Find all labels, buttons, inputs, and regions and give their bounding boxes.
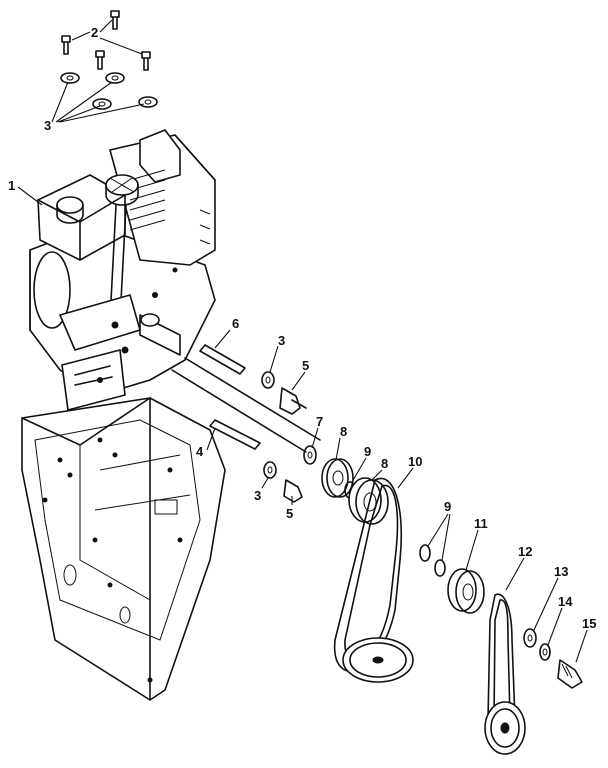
callout-9-outer: 9	[444, 499, 451, 514]
lock-washer-upper	[261, 371, 275, 389]
callout-3-top: 3	[44, 118, 51, 133]
callout-labels: 1 2 3 3 3 4 5 5 6 7 8 8 9 9 10 11 12 13 …	[8, 25, 596, 631]
callout-2: 2	[91, 25, 98, 40]
engine-assembly	[29, 129, 216, 411]
washer-13	[523, 628, 537, 648]
callout-3-upper: 3	[278, 333, 285, 348]
belt-10	[333, 477, 414, 683]
lock-washer-lower	[263, 461, 277, 479]
pulley-8-outer	[348, 477, 389, 525]
washers-top	[60, 72, 158, 110]
belt-12	[484, 593, 526, 755]
key-4	[209, 419, 261, 450]
chassis-frame	[21, 397, 226, 701]
bolt-upper	[279, 387, 307, 415]
callout-5-upper: 5	[302, 358, 309, 373]
bolt-lower	[283, 479, 303, 503]
key-6	[199, 344, 246, 375]
washer-14	[539, 643, 551, 661]
pulley-8-inner	[321, 458, 354, 498]
bolt-15	[557, 659, 583, 689]
callout-9-inner: 9	[364, 444, 371, 459]
leader-lines	[17, 19, 588, 663]
crankshaft	[139, 313, 321, 453]
pulley-11	[447, 568, 485, 614]
callout-13: 13	[554, 564, 568, 579]
callout-6: 6	[232, 316, 239, 331]
callout-11: 11	[474, 516, 488, 531]
callout-8-outer: 8	[381, 456, 388, 471]
callout-10: 10	[408, 454, 422, 469]
callout-7: 7	[316, 414, 323, 429]
callout-12: 12	[518, 544, 532, 559]
washer-7	[303, 445, 317, 465]
spacer-9b	[419, 544, 446, 577]
engine-mount-bolts	[61, 10, 151, 71]
callout-15: 15	[582, 616, 596, 631]
callout-14: 14	[558, 594, 573, 609]
callout-3-lower: 3	[254, 488, 261, 503]
callout-1: 1	[8, 178, 15, 193]
callout-5-lower: 5	[286, 506, 293, 521]
callout-4: 4	[196, 444, 204, 459]
callout-8-inner: 8	[340, 424, 347, 439]
